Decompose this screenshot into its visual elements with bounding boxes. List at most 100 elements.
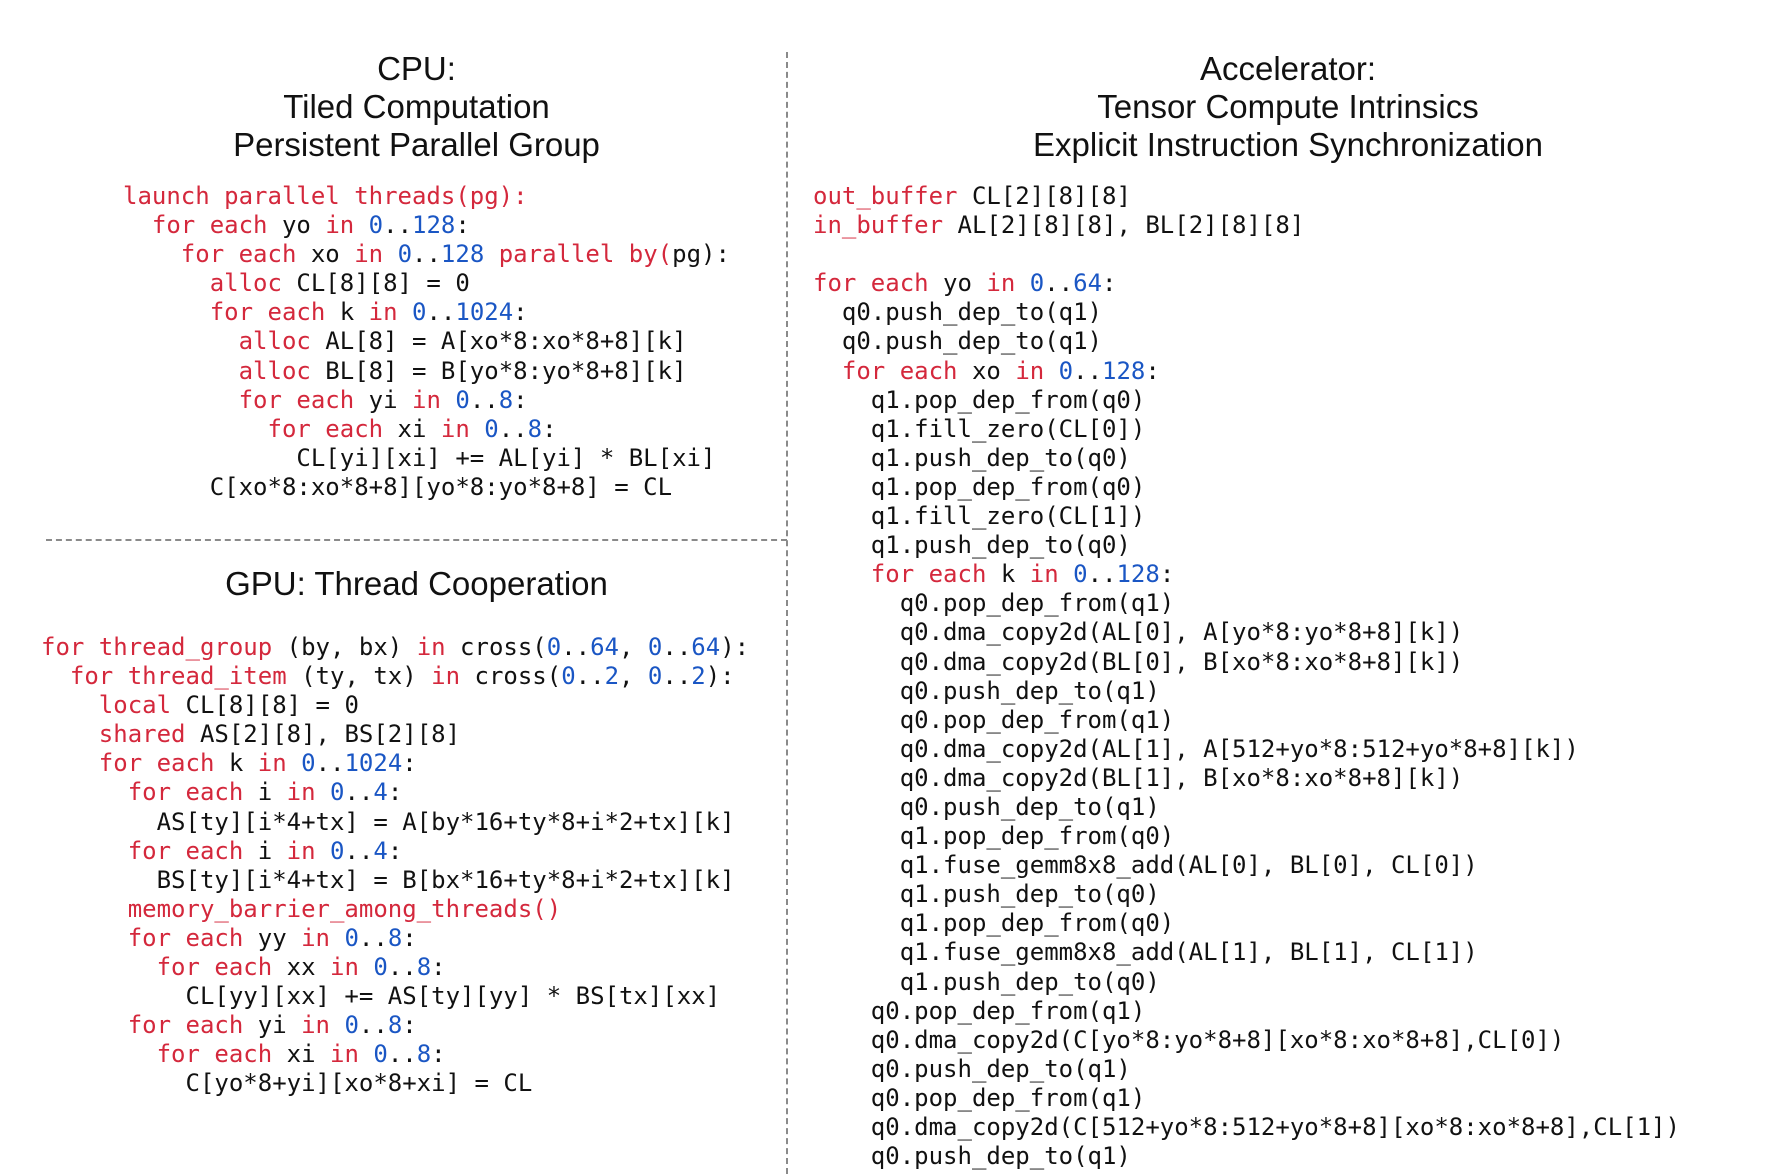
code-text: xx bbox=[286, 953, 330, 982]
code-keyword: for thread_item bbox=[41, 662, 302, 691]
code-text: : bbox=[1102, 269, 1117, 298]
gpu-code-line: for each yy in 0..8: bbox=[41, 924, 749, 953]
code-number: 0 bbox=[373, 953, 388, 982]
code-keyword: for each bbox=[41, 1011, 258, 1040]
code-text: : bbox=[402, 923, 417, 952]
code-keyword: in bbox=[412, 385, 456, 414]
code-text: : bbox=[431, 1040, 446, 1069]
code-number: 128 bbox=[1116, 560, 1160, 589]
code-keyword: for thread_group bbox=[41, 633, 287, 661]
code-text: cross( bbox=[460, 633, 547, 661]
accel-code-line: q0.push_dep_to(q1) bbox=[813, 1055, 1680, 1084]
code-text: , bbox=[619, 633, 648, 661]
code-number: 0 bbox=[484, 414, 499, 443]
code-text: q0.push_dep_to(q1) bbox=[813, 298, 1102, 327]
accelerator-title-line-3: Explicit Instruction Synchronization bbox=[1033, 126, 1543, 163]
cpu-code-line: launch parallel threads(pg): bbox=[123, 182, 730, 211]
code-text: : bbox=[542, 414, 557, 443]
code-text: : bbox=[387, 836, 403, 865]
accel-code-line: q0.push_dep_to(q1) bbox=[813, 298, 1680, 327]
cpu-code-line: CL[yi][xi] += AL[yi] * BL[xi] bbox=[123, 444, 730, 473]
code-text: q0.dma_copy2d(C[512+yo*8:512+yo*8+8][xo*… bbox=[813, 1113, 1680, 1141]
code-text: (ty, tx) bbox=[301, 662, 432, 691]
gpu-code-line: memory_barrier_among_threads() bbox=[41, 895, 749, 924]
accel-code-line: q0.dma_copy2d(C[yo*8:yo*8+8][xo*8:xo*8+8… bbox=[813, 1026, 1680, 1055]
code-number: 0 bbox=[455, 385, 470, 414]
gpu-code-block: for thread_group (by, bx) in cross(0..64… bbox=[41, 633, 749, 1099]
code-keyword: launch parallel threads(pg): bbox=[123, 182, 528, 210]
cpu-code-line: alloc CL[8][8] = 0 bbox=[123, 269, 730, 298]
code-text: (by, bx) bbox=[286, 633, 417, 661]
accel-code-line: q0.dma_copy2d(C[512+yo*8:512+yo*8+8][xo*… bbox=[813, 1113, 1680, 1142]
code-text: i bbox=[257, 836, 287, 865]
code-text: : bbox=[402, 1011, 417, 1040]
code-keyword: in_buffer bbox=[813, 211, 958, 240]
code-text: CL[yy][xx] += AS[ty][yy] * BS[tx][xx] bbox=[41, 982, 721, 1011]
cpu-title-line-3: Persistent Parallel Group bbox=[233, 126, 600, 163]
code-number: 0 bbox=[412, 298, 427, 327]
code-text: q0.pop_dep_from(q1) bbox=[813, 705, 1175, 734]
code-text: ): bbox=[720, 633, 750, 661]
code-keyword: in bbox=[330, 1040, 374, 1069]
code-keyword: in bbox=[301, 1011, 345, 1040]
code-number: 0 bbox=[301, 749, 316, 778]
code-text: AL[8] = A[xo*8:xo*8+8][k] bbox=[325, 327, 687, 356]
code-text: cross( bbox=[474, 662, 562, 691]
code-text: .. bbox=[344, 836, 374, 865]
gpu-code-line: BS[ty][i*4+tx] = B[bx*16+ty*8+i*2+tx][k] bbox=[41, 866, 749, 895]
accel-code-line: q0.dma_copy2d(BL[0], B[xo*8:xo*8+8][k]) bbox=[813, 648, 1680, 677]
accel-code-line: q1.fill_zero(CL[0]) bbox=[813, 415, 1680, 444]
code-text: q0.dma_copy2d(AL[1], A[512+yo*8:512+yo*8… bbox=[813, 734, 1579, 763]
gpu-code-line: C[yo*8+yi][xo*8+xi] = CL bbox=[41, 1069, 749, 1098]
code-text: .. bbox=[662, 633, 692, 661]
code-text: : bbox=[1159, 560, 1175, 589]
code-text: k bbox=[339, 298, 369, 327]
accel-code-line: q1.fuse_gemm8x8_add(AL[0], BL[0], CL[0]) bbox=[813, 851, 1680, 880]
accel-code-line: q1.pop_dep_from(q0) bbox=[813, 822, 1680, 851]
code-text: k bbox=[1000, 560, 1030, 589]
code-text: CL[2][8][8] bbox=[971, 182, 1131, 210]
code-text: .. bbox=[358, 923, 388, 952]
code-number: 8 bbox=[416, 1040, 432, 1069]
code-number: 0 bbox=[1029, 269, 1045, 298]
code-text: : bbox=[387, 778, 403, 807]
code-text: C[xo*8:xo*8+8][yo*8:yo*8+8] = CL bbox=[123, 472, 673, 501]
code-text: q1.push_dep_to(q0) bbox=[813, 443, 1131, 472]
code-text: q1.pop_dep_from(q0) bbox=[813, 472, 1146, 501]
code-keyword: alloc bbox=[123, 269, 297, 298]
code-keyword: in bbox=[325, 211, 369, 240]
code-number: 0 bbox=[647, 633, 663, 661]
cpu-code-line: for each k in 0..1024: bbox=[123, 298, 730, 327]
gpu-code-line: for each i in 0..4: bbox=[41, 837, 749, 866]
accel-code-line: q0.dma_copy2d(BL[1], B[xo*8:xo*8+8][k]) bbox=[813, 764, 1680, 793]
code-text: q1.pop_dep_from(q0) bbox=[813, 822, 1175, 851]
code-text: q0.push_dep_to(q1) bbox=[813, 1054, 1131, 1083]
code-number: 0 bbox=[397, 240, 413, 269]
code-text: CL[8][8] = 0 bbox=[296, 269, 470, 298]
accel-code-line: q1.fill_zero(CL[1]) bbox=[813, 502, 1680, 531]
gpu-code-line: for each xx in 0..8: bbox=[41, 953, 749, 982]
code-text: : bbox=[513, 298, 528, 327]
code-number: 128 bbox=[440, 240, 485, 269]
gpu-title: GPU: Thread Cooperation bbox=[46, 565, 787, 603]
code-text: q0.pop_dep_from(q1) bbox=[813, 996, 1146, 1025]
code-keyword: in bbox=[416, 633, 461, 661]
code-text: q1.push_dep_to(q0) bbox=[813, 880, 1160, 909]
code-keyword: for each bbox=[813, 269, 944, 298]
code-keyword: for each bbox=[123, 414, 398, 443]
code-text: AS[ty][i*4+tx] = A[by*16+ty*8+i*2+tx][k] bbox=[41, 807, 735, 836]
code-text: .. bbox=[387, 1040, 417, 1069]
code-number: 8 bbox=[498, 385, 514, 414]
code-keyword: for each bbox=[41, 778, 258, 807]
code-text: CL[yi][xi] += AL[yi] * BL[xi] bbox=[123, 443, 716, 472]
accelerator-title-line-1: Accelerator: bbox=[1199, 50, 1377, 87]
accel-code-line: q1.push_dep_to(q0) bbox=[813, 880, 1680, 909]
code-text: yy bbox=[257, 923, 302, 952]
accel-code-line: for each k in 0..128: bbox=[813, 560, 1680, 589]
code-text: BS[ty][i*4+tx] = B[bx*16+ty*8+i*2+tx][k] bbox=[41, 865, 735, 894]
code-keyword: in bbox=[257, 749, 302, 778]
code-text: k bbox=[228, 749, 258, 778]
code-text: .. bbox=[387, 953, 417, 982]
gpu-code-line: for each i in 0..4: bbox=[41, 778, 749, 807]
code-text: : bbox=[431, 953, 446, 982]
